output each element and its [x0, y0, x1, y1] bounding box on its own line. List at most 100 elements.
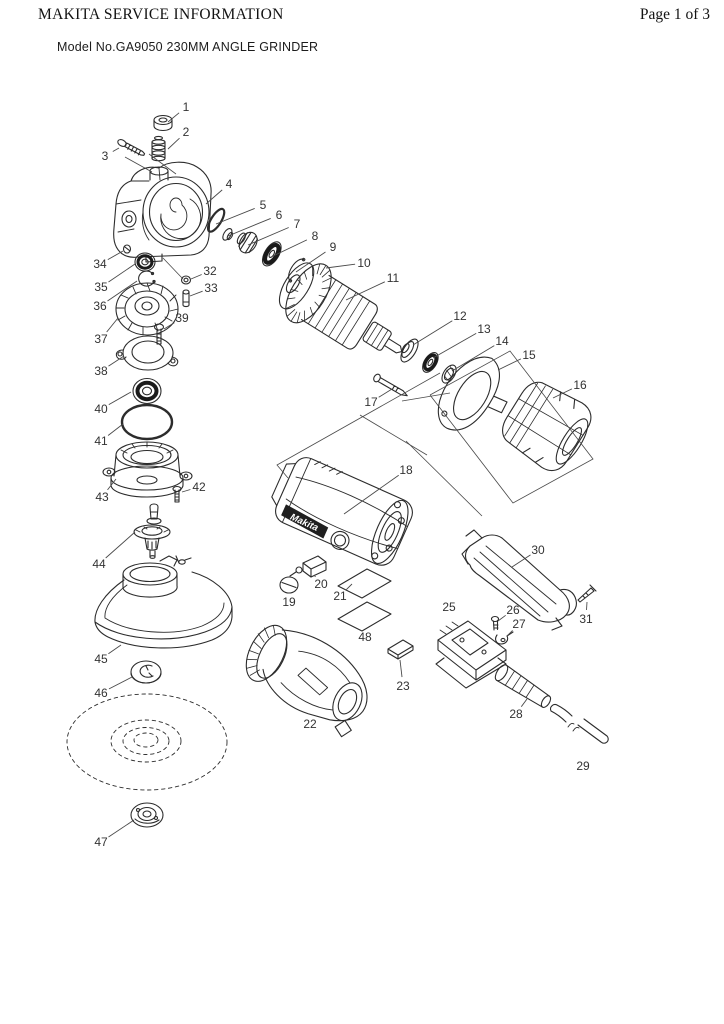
- part-screw-42: [172, 485, 182, 503]
- part-brush-cap: [279, 576, 299, 594]
- callout-leader-33: [189, 290, 203, 297]
- callout-label-16: 16: [573, 378, 587, 392]
- callout-leader-3: [112, 147, 120, 152]
- callout-label-32: 32: [203, 264, 217, 278]
- part-o-ring-5: [206, 207, 226, 233]
- callout-label-26: 26: [506, 603, 520, 617]
- part-ball-bearing-upper: [134, 252, 156, 272]
- part-lock-nut: [130, 802, 164, 828]
- callout-label-19: 19: [282, 595, 296, 609]
- callout-label-35: 35: [94, 280, 108, 294]
- callout-leader-7: [247, 227, 289, 246]
- part-gear-housing: [113, 161, 212, 263]
- part-ball-bearing-lower: [132, 377, 162, 405]
- callout-leader-32: [190, 274, 202, 280]
- part-switch-assembly: [435, 620, 507, 689]
- parts-layer: Makita: [66, 114, 609, 828]
- part-bearing-box: [102, 441, 193, 498]
- callout-label-15: 15: [522, 348, 536, 362]
- part-cord-clamp: [495, 631, 514, 645]
- part-grinding-wheel-dashed: [66, 693, 228, 791]
- group-line-2: [162, 257, 184, 280]
- callout-label-36: 36: [93, 299, 107, 313]
- callout-leader-16: [552, 388, 573, 399]
- callout-leader-12: [412, 320, 453, 346]
- callout-leader-26: [497, 614, 506, 622]
- callout-label-13: 13: [477, 322, 491, 336]
- callout-label-27: 27: [512, 617, 526, 631]
- group-line-6: [405, 440, 483, 517]
- group-line-4: [359, 414, 428, 456]
- callout-leader-42: [181, 489, 191, 493]
- callout-leader-8: [270, 239, 308, 258]
- callout-label-9: 9: [330, 240, 337, 254]
- callout-leader-14: [451, 345, 495, 372]
- callout-label-20: 20: [314, 577, 328, 591]
- callout-label-46: 46: [94, 686, 108, 700]
- part-fan-washer-12: [400, 338, 419, 363]
- part-bearing-retainer: [115, 335, 179, 371]
- part-ball-bearing-13: [422, 351, 439, 373]
- callout-label-21: 21: [333, 589, 347, 603]
- callout-label-28: 28: [509, 707, 523, 721]
- callout-label-34: 34: [93, 257, 107, 271]
- document-title: MAKITA SERVICE INFORMATION: [38, 6, 284, 23]
- callout-leader-45: [108, 644, 122, 655]
- callout-leader-21: [346, 583, 353, 590]
- callout-label-11: 11: [387, 271, 400, 285]
- callout-leader-39: [163, 322, 175, 330]
- armature-axis-group: [206, 207, 592, 472]
- callout-label-31: 31: [579, 612, 593, 626]
- part-screw-31: [577, 584, 597, 603]
- callout-label-44: 44: [92, 557, 106, 571]
- callout-leader-1: [167, 112, 180, 123]
- part-caution-label: [337, 601, 392, 632]
- part-cap-nut: [153, 114, 173, 132]
- callout-leader-20: [313, 574, 316, 578]
- part-ring-32: [180, 275, 192, 285]
- part-ball-bearing-8: [261, 241, 282, 267]
- callout-label-17: 17: [364, 395, 378, 409]
- callout-label-2: 2: [183, 125, 190, 139]
- callout-label-29: 29: [576, 759, 590, 773]
- callout-label-3: 3: [102, 149, 109, 163]
- part-fan: [278, 262, 332, 324]
- callout-leader-10: [325, 263, 356, 269]
- group-line-1: [148, 153, 177, 175]
- callout-leader-13: [432, 333, 477, 359]
- callout-leader-30: [511, 554, 531, 568]
- callout-leader-46: [108, 676, 133, 690]
- callout-leader-23: [399, 659, 403, 678]
- callout-leader-34: [107, 250, 124, 260]
- model-number-line: Model No.GA9050 230MM ANGLE GRINDER: [57, 40, 319, 54]
- part-grommet: [122, 244, 132, 254]
- callout-label-38: 38: [94, 364, 108, 378]
- group-line-3: [276, 372, 441, 479]
- part-pin-33: [182, 289, 190, 308]
- callout-label-23: 23: [396, 679, 410, 693]
- callout-label-41: 41: [94, 434, 108, 448]
- part-motor-housing: Makita: [271, 457, 413, 566]
- callout-leader-17: [378, 388, 393, 398]
- callout-label-30: 30: [531, 543, 545, 557]
- callout-label-43: 43: [95, 490, 109, 504]
- part-rubber-ring-14: [441, 364, 457, 384]
- callout-label-4: 4: [226, 177, 233, 191]
- callout-leader-4: [205, 189, 223, 205]
- part-long-screw-17: [373, 373, 408, 397]
- callout-label-33: 33: [204, 281, 218, 295]
- part-rear-handle-cover: [245, 624, 368, 738]
- callout-leader-18: [343, 474, 399, 515]
- callout-label-1: 1: [183, 100, 190, 114]
- callout-leader-36: [107, 280, 138, 302]
- callout-label-37: 37: [94, 332, 108, 346]
- callout-label-40: 40: [94, 402, 108, 416]
- callout-leader-41: [107, 423, 124, 436]
- part-field-stator: [502, 381, 592, 472]
- callout-label-42: 42: [192, 480, 206, 494]
- callout-label-47: 47: [94, 835, 108, 849]
- callout-label-12: 12: [453, 309, 467, 323]
